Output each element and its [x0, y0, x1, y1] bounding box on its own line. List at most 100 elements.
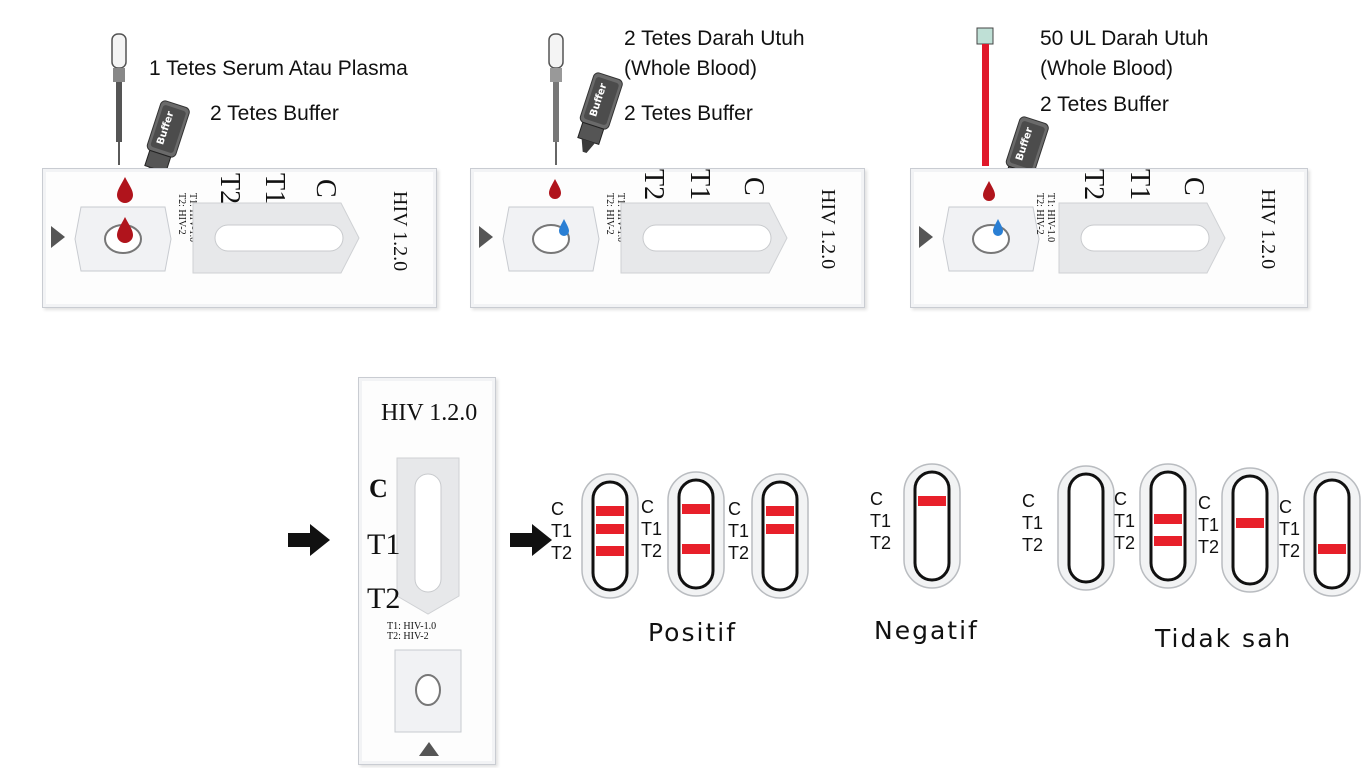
- strip-label-c: C: [728, 499, 741, 519]
- cassette-name: HIV 1.2.0: [389, 191, 411, 272]
- buffer-bottle-icon: Buffer: [577, 72, 623, 153]
- result-strip: [1303, 471, 1361, 597]
- t1-label: T1: [684, 169, 715, 201]
- result-line-c: [596, 506, 624, 516]
- step-2-line-3: 2 Tetes Buffer: [624, 102, 753, 125]
- step-3-line-1: 50 UL Darah Utuh: [1040, 27, 1209, 50]
- t2-label: T2: [367, 582, 401, 615]
- strip-label-t1: T1: [1198, 515, 1220, 535]
- arrow-right-icon: [510, 524, 552, 556]
- result-strip: [581, 473, 639, 599]
- step-1-line-2: 2 Tetes Buffer: [210, 102, 339, 125]
- test-cassette-3: T1: HIV-1.0 T2: HIV-2 T2 T1 C HIV 1.2.0: [910, 168, 1308, 308]
- result-line-t2: [1318, 544, 1346, 554]
- strip-label-c: C: [1022, 491, 1035, 511]
- vertical-cassette: HIV 1.2.0 C T1 T2 T1: HIV-1.0 T2: HIV-2: [358, 377, 496, 765]
- result-line-t2: [596, 546, 624, 556]
- result-line-t1: [766, 524, 794, 534]
- strip-label-t1: T1: [870, 511, 892, 531]
- pipette-icon: [111, 33, 127, 165]
- result-strip: [903, 463, 961, 589]
- result-strip: [751, 473, 809, 599]
- result-line-t1: [1154, 514, 1182, 524]
- strip-label-c: C: [870, 489, 883, 509]
- blood-drop-icon: [983, 181, 995, 201]
- arrow-right-icon: [919, 226, 933, 248]
- legend-t2: T2: HIV-2: [176, 193, 187, 235]
- result-strip: [1139, 463, 1197, 589]
- strip-label-t2: T2: [870, 533, 892, 553]
- test-cassette-1: T1: HIV-1.0 T2: HIV-2 T2 T1 C HIV 1.2.0: [42, 168, 437, 308]
- strip-label-t1: T1: [551, 521, 573, 541]
- result-line-c: [918, 496, 946, 506]
- strip-label-t2: T2: [1279, 541, 1301, 561]
- result-strip: [1221, 467, 1279, 593]
- c-label: C: [1178, 177, 1209, 196]
- arrow-right-icon: [51, 226, 65, 248]
- buffer-drop-icon: [559, 219, 569, 236]
- arrow-up-icon: [419, 742, 439, 756]
- c-label: C: [310, 179, 341, 198]
- c-label: C: [738, 177, 769, 196]
- sample-well: [502, 206, 600, 272]
- step-1-line-1: 1 Tetes Serum Atau Plasma: [149, 57, 408, 80]
- strip-label-c: C: [641, 497, 654, 517]
- step-3-line-3: 2 Tetes Buffer: [1040, 93, 1169, 116]
- buffer-drop-icon: [993, 219, 1003, 236]
- pipette-icon: [548, 33, 564, 165]
- cassette-name: HIV 1.2.0: [817, 189, 839, 270]
- blood-drop-icon: [117, 217, 133, 243]
- strip-label-t2: T2: [641, 541, 663, 561]
- capillary-tube-icon: [976, 27, 994, 166]
- sample-well: [394, 649, 462, 733]
- strip-label-t1: T1: [1114, 511, 1136, 531]
- strip-label-t2: T2: [551, 543, 573, 563]
- t2-label: T2: [638, 169, 669, 201]
- legend-t1: T1: HIV-1.0: [387, 621, 437, 632]
- blood-drop-icon: [549, 179, 561, 199]
- group-label-negatif: Negatif: [874, 616, 979, 645]
- result-strip: [667, 471, 725, 597]
- buffer-bottle-icon: Buffer: [144, 100, 190, 181]
- t1-label: T1: [1124, 169, 1155, 201]
- cassette-name: HIV 1.2.0: [381, 400, 478, 426]
- result-window: [396, 457, 460, 615]
- group-label-positif: Positif: [648, 618, 737, 647]
- cassette-name: HIV 1.2.0: [1257, 189, 1279, 270]
- result-line-t2: [1154, 536, 1182, 546]
- t2-label: T2: [214, 173, 245, 205]
- legend-t1: T1: HIV-1.0: [1045, 193, 1056, 243]
- result-line-t1: [596, 524, 624, 534]
- result-line-c: [766, 506, 794, 516]
- strip-label-c: C: [1114, 489, 1127, 509]
- strip-label-t1: T1: [1022, 513, 1044, 533]
- result-line-c: [682, 504, 710, 514]
- arrow-right-icon: [479, 226, 493, 248]
- strip-label-t2: T2: [1022, 535, 1044, 555]
- strip-label-t2: T2: [728, 543, 750, 563]
- t1-label: T1: [259, 173, 290, 205]
- strip-label-c: C: [1279, 497, 1292, 517]
- strip-label-t1: T1: [728, 521, 750, 541]
- strip-label-t1: T1: [1279, 519, 1301, 539]
- result-window: [192, 202, 360, 274]
- test-cassette-2: T1: HIV-1.0 T2: HIV-2 T2 T1 C HIV 1.2.0: [470, 168, 865, 308]
- strip-label-t2: T2: [1114, 533, 1136, 553]
- result-strip: [1057, 465, 1115, 591]
- t2-label: T2: [1078, 169, 1109, 201]
- step-2-line-2: (Whole Blood): [624, 57, 758, 80]
- t1-label: T1: [367, 528, 401, 561]
- strip-label-t2: T2: [1198, 537, 1220, 557]
- result-window: [1058, 202, 1226, 274]
- group-label-tidak-sah: Tidak sah: [1155, 624, 1293, 653]
- blood-drop-icon: [117, 177, 133, 203]
- strip-label-t1: T1: [641, 519, 663, 539]
- result-window: [620, 202, 788, 274]
- result-line-t1: [1236, 518, 1264, 528]
- strip-label-c: C: [551, 499, 564, 519]
- step-3-line-2: (Whole Blood): [1040, 57, 1174, 80]
- arrow-right-icon: [288, 524, 330, 556]
- legend-t2: T2: HIV-2: [1034, 193, 1045, 235]
- strip-label-c: C: [1198, 493, 1211, 513]
- step-2-line-1: 2 Tetes Darah Utuh: [624, 27, 805, 50]
